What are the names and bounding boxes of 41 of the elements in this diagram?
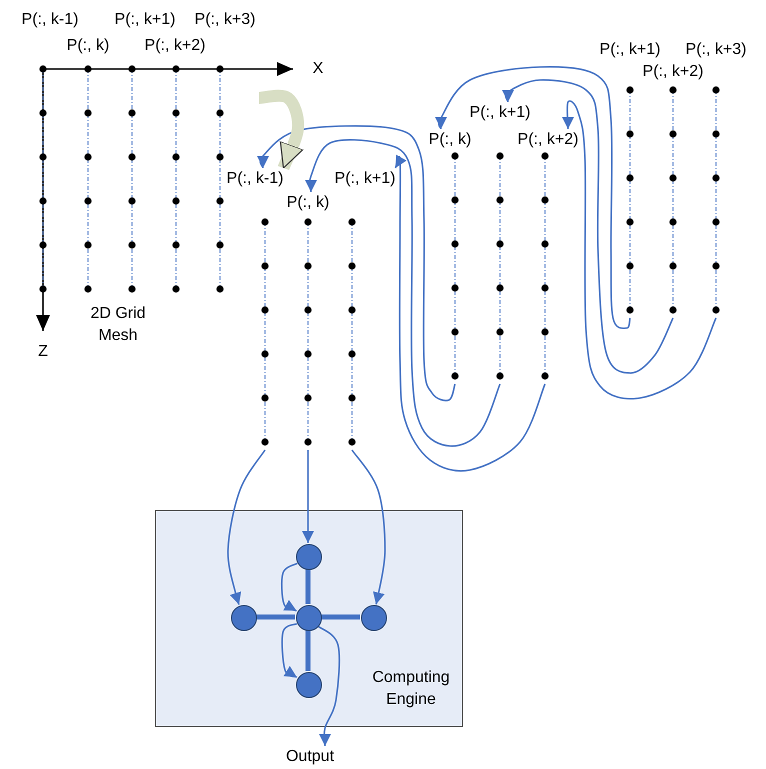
arrow — [500, 79, 674, 374]
column-label: P(:, k+3) — [194, 10, 256, 30]
compute-node — [296, 605, 322, 631]
column-label: P(:, k-1) — [226, 169, 284, 189]
compute-node — [296, 544, 322, 570]
column-label: P(:, k-1) — [22, 10, 78, 30]
column-label: P(:, k+1) — [334, 169, 396, 189]
engine-panel — [155, 510, 463, 727]
compute-node — [231, 605, 257, 631]
arrow — [562, 100, 717, 400]
column-label: P(:, k) — [66, 36, 110, 56]
arrow — [432, 66, 631, 330]
column-label: P(:, k+3) — [686, 40, 746, 60]
column-label: P(:, k) — [428, 130, 472, 150]
compute-node — [361, 605, 387, 631]
output-label: Output — [286, 746, 334, 768]
column-label: P(:, k+2) — [518, 130, 578, 150]
column-label: P(:, k+2) — [144, 36, 206, 56]
column-label: P(:, k+1) — [114, 10, 176, 30]
compute-node — [296, 672, 322, 698]
arrow — [302, 450, 314, 543]
column-label: P(:, k+2) — [642, 62, 704, 82]
axis-label: Z — [38, 342, 48, 362]
arrow — [317, 625, 340, 746]
arrow — [351, 450, 386, 605]
arrow — [254, 125, 456, 402]
column-label: P(:, k) — [286, 193, 330, 213]
mesh-caption: 2D Grid Mesh — [89, 304, 147, 346]
arrow — [281, 622, 298, 678]
link-line — [306, 630, 310, 671]
link-line — [306, 569, 310, 604]
arrow — [227, 450, 266, 605]
arrow — [394, 154, 546, 472]
column-label: P(:, k+1) — [470, 103, 530, 123]
engine-label: Computing Engine — [371, 668, 451, 710]
link-line — [321, 614, 360, 620]
axis-label: X — [312, 59, 324, 79]
arrow — [304, 139, 501, 447]
link-line — [256, 614, 295, 620]
arrow — [280, 562, 298, 612]
column-label: P(:, k+1) — [600, 40, 660, 60]
